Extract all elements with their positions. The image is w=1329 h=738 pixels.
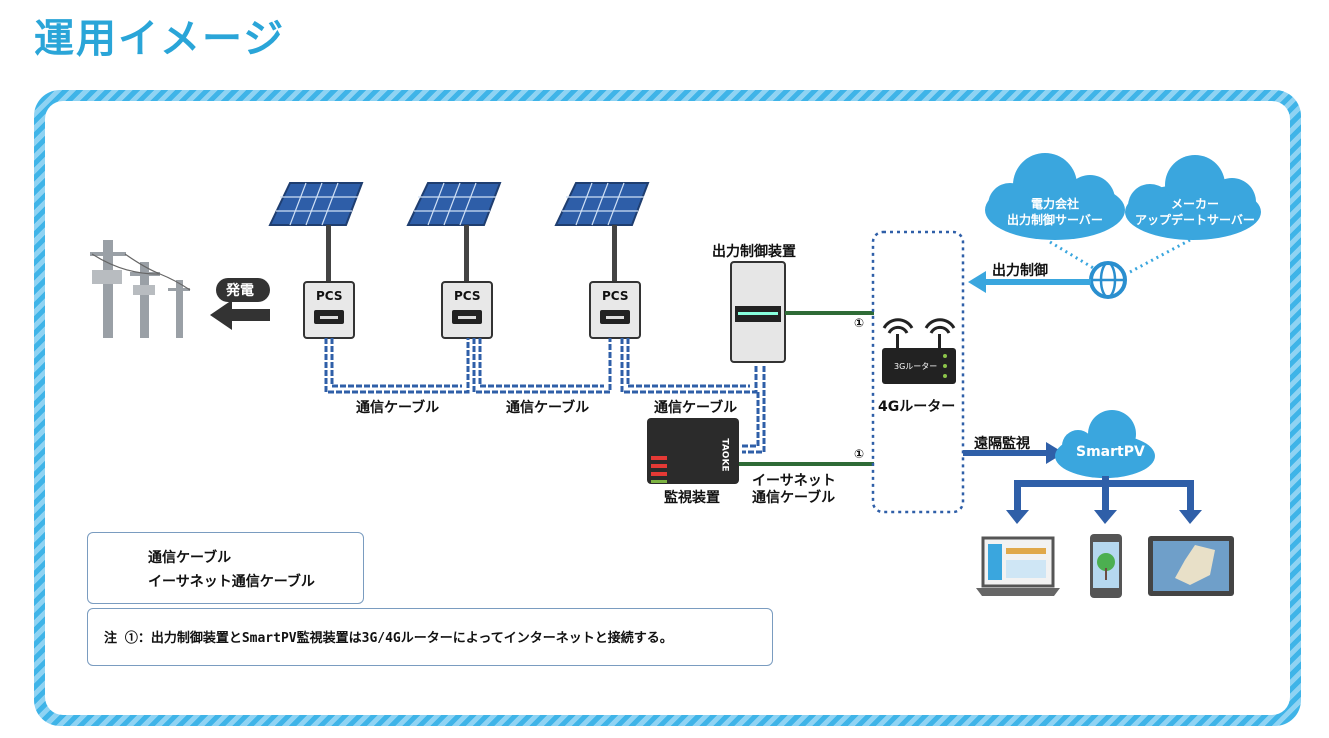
cloud-icon — [985, 153, 1125, 240]
note-box: 注 ①：出力制御装置とSmartPV監視装置は3G/4Gルーターによってインター… — [87, 608, 773, 666]
legend-item-ethernet-cable: イーサネット通信ケーブル — [148, 574, 315, 590]
output-control-device — [730, 261, 786, 363]
pcs-label: PCS — [454, 289, 481, 303]
remote-monitoring-arrow — [963, 442, 1064, 464]
power-pole-icon — [90, 240, 191, 338]
network-link-lines — [1049, 238, 1191, 274]
tablet-icon — [1148, 536, 1234, 596]
note-marker: ① — [854, 447, 865, 461]
solar-panel-icon — [406, 182, 502, 281]
pcs-label: PCS — [602, 289, 629, 303]
legend: 通信ケーブル イーサネット通信ケーブル — [87, 532, 364, 604]
monitoring-device-label: 監視装置 — [664, 490, 720, 506]
smartpv-label: SmartPV — [1076, 444, 1145, 460]
solar-panel-icon — [554, 182, 650, 281]
ethernet-cable-label: 通信ケーブル — [752, 490, 836, 506]
wifi-icon — [882, 318, 956, 334]
power-company-server-label: 電力会社 出力制御サーバー — [1007, 197, 1103, 227]
globe-icon — [1089, 261, 1127, 299]
distribution-arrows — [1006, 476, 1202, 524]
cloud-icon — [1125, 155, 1261, 240]
pcs-unit — [589, 281, 641, 339]
comm-cable-lines — [324, 338, 766, 454]
pcs-label: PCS — [316, 289, 343, 303]
monitoring-device — [647, 418, 739, 484]
pcs-unit — [303, 281, 355, 339]
smartphone-icon — [1090, 534, 1122, 598]
comm-cable-label: 通信ケーブル — [506, 400, 590, 416]
note-text: 注 ①：出力制御装置とSmartPV監視装置は3G/4Gルーターによってインター… — [104, 631, 673, 646]
ethernet-cable-lines — [739, 311, 874, 466]
smartpv-cloud-icon — [1055, 410, 1155, 478]
laptop-icon — [976, 536, 1060, 596]
legend-item-comm-cable: 通信ケーブル — [148, 550, 232, 566]
ethernet-cable-label: イーサネット — [752, 473, 836, 489]
maker-update-server-label: メーカー アップデートサーバー — [1135, 197, 1255, 227]
output-control-arrow — [968, 271, 1091, 293]
generation-arrow-icon — [210, 278, 270, 330]
router-enclosure — [871, 230, 965, 514]
router-screen-label: 3Gルーター — [894, 362, 938, 371]
note-marker: ① — [854, 316, 865, 330]
generation-label: 発電 — [226, 283, 254, 299]
remote-monitoring-label: 遠隔監視 — [974, 436, 1030, 452]
page-title: 運用イメージ — [34, 16, 286, 62]
solar-panel-icon — [268, 182, 364, 281]
output-control-device-label: 出力制御装置 — [712, 244, 796, 260]
output-control-label: 出力制御 — [992, 263, 1048, 279]
comm-cable-label: 通信ケーブル — [654, 400, 738, 416]
comm-cable-label: 通信ケーブル — [356, 400, 440, 416]
router-icon — [882, 334, 956, 384]
router-label: 4Gルーター — [878, 399, 956, 415]
device-brand-label: TAOKE — [719, 438, 730, 472]
